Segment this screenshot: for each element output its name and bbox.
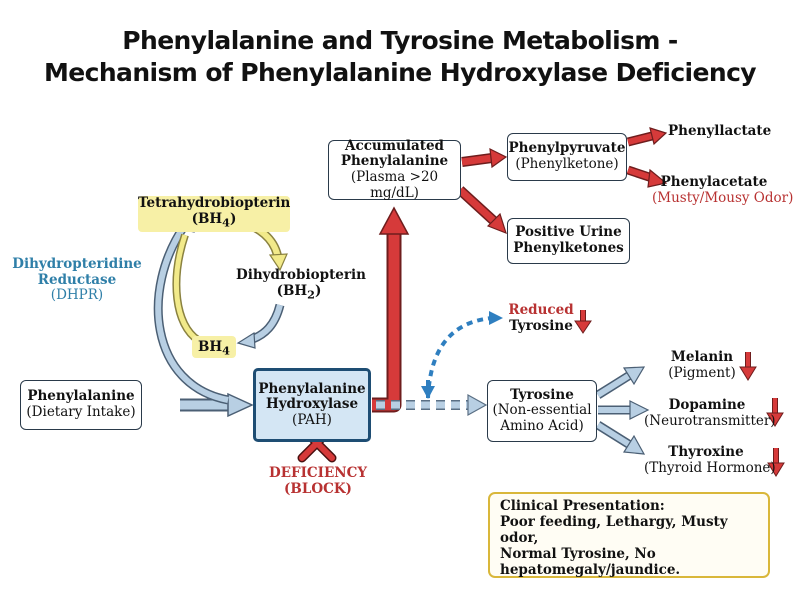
down-arrow-icon-reduced — [574, 310, 592, 334]
accumulated-sub: (Plasma >20 mg/dL) — [350, 169, 439, 201]
phenylpyruvate-name: Phenylpyruvate — [508, 140, 626, 157]
urine-line1: Positive Urine — [515, 224, 622, 241]
node-pah: Phenylalanine Hydroxylase (PAH) — [253, 368, 371, 442]
reduced-line1: Reduced — [508, 302, 574, 318]
node-positive-urine: Positive Urine Phenylketones — [507, 218, 630, 264]
deficiency-line1: DEFICIENCY — [269, 465, 367, 481]
accumulated-line1: Accumulated — [345, 137, 444, 154]
dihydrobiopterin-name: Dihydrobiopterin — [236, 267, 366, 283]
node-phenyllactate: Phenyllactate — [668, 123, 772, 139]
arrow-phenylalanine-to-pah — [180, 392, 254, 418]
clinical-line2: Normal Tyrosine, No — [500, 545, 656, 562]
dopamine-sub: (Neurotransmitter) — [644, 412, 776, 429]
node-melanin: Melanin (Pigment) — [662, 349, 742, 381]
arrow-bh2-to-bh4 — [236, 303, 285, 349]
clinical-line3: hepatomegaly/jaundice. — [500, 561, 681, 578]
arrow-to-dopamine — [598, 400, 650, 420]
arrow-pah-to-tyrosine-dashed — [376, 393, 488, 417]
node-phenylalanine: Phenylalanine (Dietary Intake) — [20, 380, 142, 430]
dopamine-name: Dopamine — [668, 397, 746, 413]
reduced-line2: Tyrosine — [509, 317, 573, 334]
down-arrow-icon-melanin — [739, 352, 757, 381]
phenylalanine-name: Phenylalanine — [27, 388, 135, 405]
phenylacetate-sub: (Musty/Mousy Odor) — [652, 189, 794, 206]
node-accumulated-phenylalanine: Accumulated Phenylalanine (Plasma >20 mg… — [328, 137, 461, 201]
tyrosine-name: Tyrosine — [510, 386, 574, 403]
dhpr-line2: Reductase — [37, 271, 117, 288]
pah-line1: Phenylalanine — [258, 380, 366, 397]
clinical-heading: Clinical Presentation: — [500, 498, 665, 514]
node-phenylpyruvate: Phenylpyruvate (Phenylketone) — [507, 133, 627, 181]
node-bh4: BH4 — [192, 336, 236, 358]
node-dopamine: Dopamine (Neurotransmitter) — [644, 397, 776, 429]
tyrosine-sub1: (Non-essential — [492, 402, 592, 419]
deficiency-line2: (BLOCK) — [284, 480, 352, 497]
thyroxine-sub: (Thyroid Hormone) — [644, 459, 776, 476]
melanin-name: Melanin — [670, 349, 734, 365]
tyrosine-sub2: Amino Acid) — [500, 417, 584, 434]
node-dihydrobiopterin: Dihydrobiopterin (BH2) — [236, 267, 366, 302]
thyroxine-name: Thyroxine — [668, 444, 744, 460]
arrow-pah-to-accumulated — [372, 206, 410, 413]
arrow-to-phenyllactate — [626, 127, 668, 147]
melanin-sub: (Pigment) — [668, 364, 736, 381]
dihydrobiopterin-abbr: (BH2) — [276, 282, 322, 302]
phenylpyruvate-sub: (Phenylketone) — [515, 156, 619, 172]
title-line-2: Mechanism of Phenylalanine Hydroxylase D… — [44, 58, 757, 87]
tetrahydrobiopterin-name: Tetrahydrobiopterin — [138, 195, 291, 211]
arrow-to-phenylacetate — [626, 165, 668, 188]
dhpr-line1: Dihydropteridine — [12, 256, 142, 272]
arrow-to-thyroxine — [595, 421, 646, 455]
arrow-dashed-to-reduced-tyrosine — [421, 311, 503, 399]
arrow-bh4-yellow-return — [172, 233, 201, 344]
clinical-presentation-box: Clinical Presentation: Poor feeding, Let… — [488, 492, 770, 578]
arrow-accumulated-to-phenylpyruvate — [461, 147, 508, 169]
arrow-to-melanin — [595, 366, 646, 399]
node-dhpr: Dihydropteridine Reductase (DHPR) — [12, 256, 142, 304]
arrow-accumulated-to-urine — [456, 186, 507, 235]
down-arrow-icon-dopamine — [766, 398, 784, 427]
phenylalanine-sub: (Dietary Intake) — [26, 404, 136, 420]
urine-line2: Phenylketones — [513, 240, 624, 256]
node-tetrahydrobiopterin: Tetrahydrobiopterin (BH4) — [138, 195, 291, 232]
deficiency-label: DEFICIENCY (BLOCK) — [262, 465, 374, 497]
tetrahydrobiopterin-abbr: (BH4) — [191, 210, 237, 230]
clinical-line1: Poor feeding, Lethargy, Musty odor, — [500, 513, 728, 546]
down-arrow-icon-thyroxine — [767, 448, 785, 477]
title-line-1: Phenylalanine and Tyrosine Metabolism - — [122, 26, 678, 55]
pah-line2: Hydroxylase — [265, 396, 359, 413]
node-tyrosine: Tyrosine (Non-essential Amino Acid) — [487, 380, 597, 442]
node-thyroxine: Thyroxine (Thyroid Hormone) — [644, 444, 776, 476]
phenylacetate-name: Phenylacetate — [660, 174, 768, 190]
accumulated-line2: Phenylalanine — [340, 153, 449, 170]
node-reduced-tyrosine: Reduced Tyrosine — [505, 302, 577, 334]
pah-sub: (PAH) — [292, 411, 332, 428]
dhpr-sub: (DHPR) — [50, 287, 104, 304]
node-phenylacetate: Phenylacetate (Musty/Mousy Odor) — [652, 174, 794, 206]
arrow-cycle-regeneration — [153, 210, 229, 405]
